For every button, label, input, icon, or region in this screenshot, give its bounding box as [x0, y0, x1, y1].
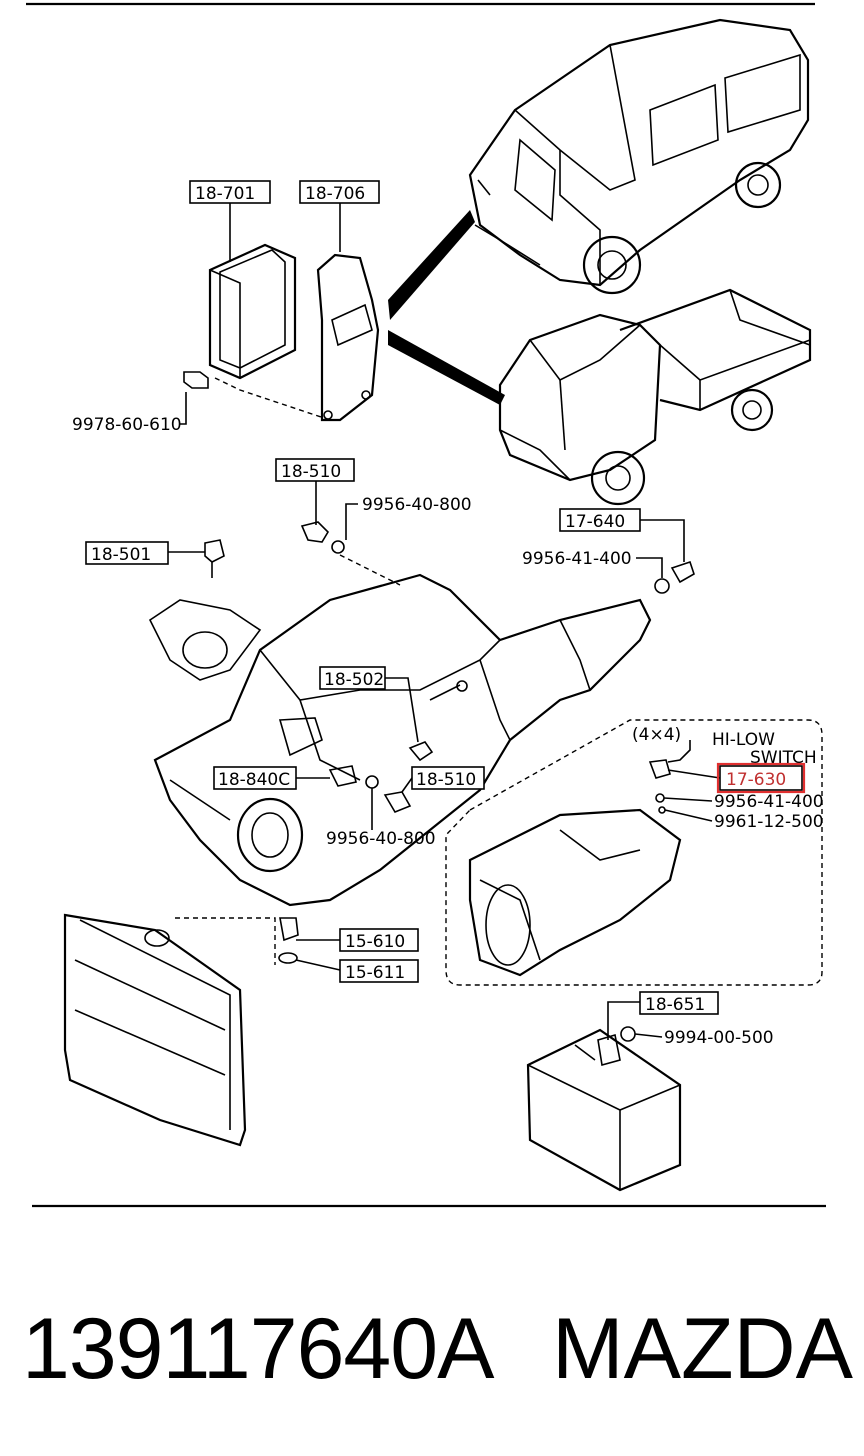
callout-9961-12-500: 9961-12-500 — [714, 812, 824, 832]
battery — [526, 1028, 682, 1192]
sensor-18-651 — [597, 1033, 621, 1067]
callout-9956-40-800-top: 9956-40-800 — [362, 495, 472, 515]
washer-9956-40-800-top — [331, 540, 345, 554]
washer-15-611 — [278, 952, 298, 964]
part-number: 139117640A — [22, 1301, 494, 1397]
callout-15-611: 15-611 — [345, 963, 405, 983]
callout-9956-40-800-bot: 9956-40-800 — [326, 829, 436, 849]
nut-9994-00-500 — [620, 1026, 636, 1042]
callout-15-610: 15-610 — [345, 932, 405, 952]
callout-18-501: 18-501 — [91, 545, 151, 565]
sensor-15-610 — [279, 917, 299, 942]
leader-wedge-truck — [388, 330, 505, 405]
control-unit-18-706 — [316, 253, 380, 422]
callout-18-701: 18-701 — [195, 184, 255, 204]
callout-9956-41-400-top: 9956-41-400 — [522, 549, 632, 569]
callout-9978-60-610: 9978-60-610 — [72, 415, 182, 435]
transfer-case — [468, 808, 682, 977]
footer: 139117640A MAZDA — [0, 1300, 864, 1410]
sensor-18-501 — [204, 539, 225, 563]
label-4x4: (4×4) — [632, 725, 681, 745]
control-unit-18-701 — [208, 243, 297, 380]
engine-transmission — [148, 573, 652, 907]
callout-18-840c: 18-840C — [218, 770, 290, 790]
callout-18-510-top: 18-510 — [281, 462, 341, 482]
washer-9956-41-400-top — [654, 578, 670, 594]
radiator — [63, 913, 247, 1147]
sensor-18-502 — [408, 741, 434, 762]
callout-17-640: 17-640 — [565, 512, 625, 532]
washer-9956-40-800-bot — [365, 775, 379, 789]
sensor-18-510-top — [300, 521, 330, 543]
callout-9956-41-400-bot: 9956-41-400 — [714, 792, 824, 812]
callout-18-502: 18-502 — [324, 670, 384, 690]
washer-9961-12-500 — [658, 806, 666, 814]
callout-18-651: 18-651 — [645, 995, 705, 1015]
brand-name: MAZDA — [552, 1301, 853, 1397]
highlight-17-630 — [716, 762, 806, 794]
group-4x4-outline — [445, 719, 823, 986]
sensor-17-640 — [670, 560, 695, 584]
sensor-17-630 — [648, 759, 671, 779]
bolt-9978-60-610 — [183, 371, 209, 389]
callout-9994-00-500: 9994-00-500 — [664, 1028, 774, 1048]
truck-illustration — [498, 288, 812, 506]
sensor-18-510-bot — [383, 791, 412, 813]
callout-18-510-bot: 18-510 — [416, 770, 476, 790]
callout-17-630: 17-630 — [726, 770, 786, 790]
washer-9956-41-400-bot — [655, 793, 665, 803]
sensor-18-840c — [328, 765, 357, 787]
leader-wedge-van — [388, 210, 475, 320]
callout-18-706: 18-706 — [305, 184, 365, 204]
label-hi-low: HI-LOW — [712, 730, 775, 750]
van-illustration — [468, 18, 810, 295]
